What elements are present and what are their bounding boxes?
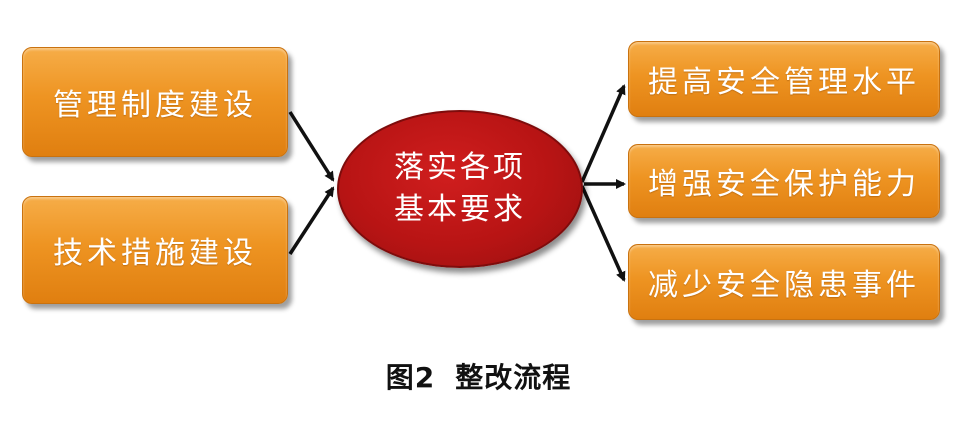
figure-number: 图2 bbox=[385, 361, 436, 394]
input-box-label: 管理制度建设 bbox=[53, 88, 257, 123]
output-box-label: 减少安全隐患事件 bbox=[648, 268, 920, 303]
input-box-management-system: 管理制度建设 bbox=[22, 47, 288, 157]
center-ellipse: 落实各项 基本要求 bbox=[337, 110, 583, 268]
output-box-hazard-reduction: 减少安全隐患事件 bbox=[628, 244, 940, 320]
output-box-label: 提高安全管理水平 bbox=[648, 65, 920, 100]
center-line-1: 落实各项 bbox=[394, 150, 526, 185]
arrow-input-1-to-center bbox=[288, 111, 335, 182]
output-box-label: 增强安全保护能力 bbox=[648, 167, 920, 202]
output-box-protection-ability: 增强安全保护能力 bbox=[628, 144, 940, 218]
output-box-management-level: 提高安全管理水平 bbox=[628, 41, 940, 117]
arrow-input-2-to-center bbox=[288, 186, 335, 255]
input-box-technical-measures: 技术措施建设 bbox=[22, 196, 288, 304]
arrow-center-to-output-3 bbox=[580, 185, 626, 282]
arrow-center-to-output-1 bbox=[580, 84, 626, 183]
input-box-label: 技术措施建设 bbox=[53, 236, 257, 271]
center-line-2: 基本要求 bbox=[394, 192, 526, 227]
figure-title: 整改流程 bbox=[455, 361, 572, 394]
figure-caption: 图2 整改流程 bbox=[0, 356, 957, 396]
